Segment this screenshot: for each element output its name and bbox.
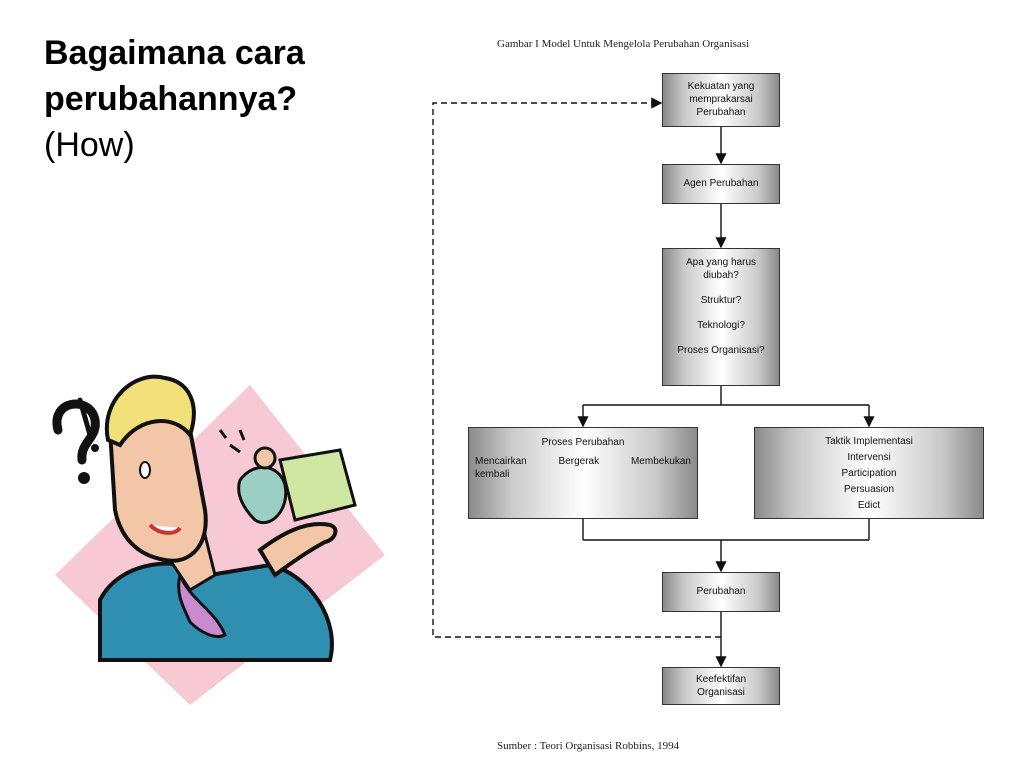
- figure-caption: Gambar I Model Untuk Mengelola Perubahan…: [497, 38, 750, 50]
- title-line-1: Bagaimana cara: [44, 34, 305, 72]
- node-implementation-tactics: Taktik Implementasi Intervensi Participa…: [754, 427, 984, 519]
- node-forces: Kekuatan yang memprakarsai Perubahan: [662, 73, 780, 127]
- node-forces-line: Kekuatan yang: [687, 81, 755, 92]
- tie-shape: [177, 570, 227, 638]
- node-tactics-item: Edict: [857, 500, 881, 511]
- hand-shape: [257, 522, 338, 578]
- node-process-step-1-cont: kembali: [475, 469, 510, 480]
- node-tactics-item: Persuasion: [843, 484, 895, 495]
- node-what-question: Apa yang harus: [685, 257, 757, 268]
- slide-title: Bagaimana cara perubahannya? (How): [44, 30, 404, 168]
- node-process-step-1-text: Mencairkan: [475, 456, 527, 467]
- exclamation-icon: [77, 397, 99, 452]
- node-process-title: Proses Perubahan: [541, 437, 625, 448]
- question-mark-icon: [52, 399, 100, 484]
- node-process-step-2: Bergerak: [558, 456, 600, 467]
- eye-shape: [139, 461, 151, 479]
- node-agent: Agen Perubahan: [662, 164, 780, 204]
- source-caption: Sumber : Teori Organisasi Robbins, 1994: [497, 740, 680, 752]
- node-what-item: Teknologi?: [697, 320, 745, 331]
- node-effectiveness: Keefektifan Organisasi: [662, 667, 780, 705]
- node-forces-line: memprakarsai: [689, 94, 753, 105]
- mouth-shape: [148, 523, 182, 535]
- node-what-to-change: Apa yang harus diubah? Struktur? Teknolo…: [662, 248, 780, 386]
- node-change-process: Proses Perubahan Mencairkan kembali Berg…: [468, 427, 698, 519]
- hair-shape: [104, 374, 196, 448]
- node-change: Perubahan: [662, 572, 780, 612]
- node-tactics-title: Taktik Implementasi: [825, 436, 913, 447]
- feedback-dashed-arrow: [432, 97, 721, 638]
- title-line-2: perubahannya?: [44, 80, 298, 118]
- node-process-step-3: Membekukan: [630, 456, 691, 467]
- node-effect-line: Organisasi: [697, 687, 745, 698]
- node-process-steps: Mencairkan kembali Bergerak Membekukan: [475, 455, 691, 481]
- node-change-label: Perubahan: [696, 586, 746, 597]
- node-what-question: diubah?: [703, 270, 739, 281]
- node-effect-line: Keefektifan: [695, 674, 747, 685]
- node-process-step-1: Mencairkan kembali: [475, 455, 527, 481]
- node-tactics-item: Intervensi: [847, 452, 891, 463]
- node-agent-label: Agen Perubahan: [683, 178, 759, 189]
- node-forces-line: Perubahan: [696, 107, 746, 118]
- node-tactics-item: Participation: [841, 468, 897, 479]
- paper-figure-icon: [218, 429, 357, 524]
- node-what-item: Proses Organisasi?: [677, 345, 765, 356]
- confused-man-clipart: [52, 374, 385, 705]
- title-line-3: (How): [44, 126, 135, 164]
- node-what-item: Struktur?: [700, 295, 742, 306]
